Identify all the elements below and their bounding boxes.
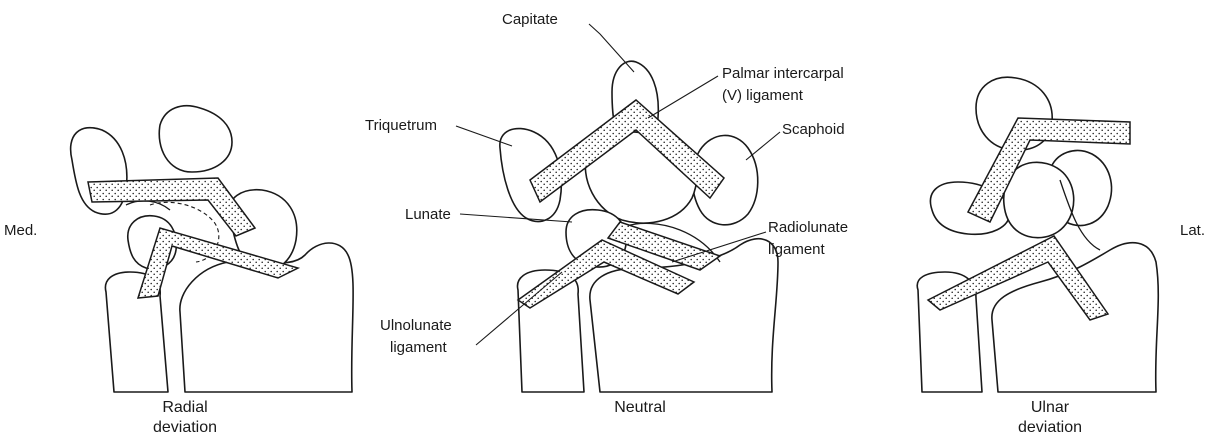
triquetrum-label: Triquetrum xyxy=(365,117,437,134)
scaphoid-label: Scaphoid xyxy=(782,121,845,138)
lunate-leader-line xyxy=(460,214,572,222)
capitate-bone xyxy=(159,106,232,172)
palmar-ligament-leader-line xyxy=(648,76,718,118)
radiolunate-label-line2: ligament xyxy=(768,241,826,258)
caption-ulnar-deviation-line2: deviation xyxy=(1018,419,1082,436)
caption-neutral: Neutral xyxy=(614,399,666,416)
bone-contour xyxy=(126,201,170,210)
capitate-leader-line xyxy=(589,24,634,72)
panel-ulnar-deviation: Ulnar deviation xyxy=(917,77,1158,436)
panel-neutral: Capitate Palmar intercarpal (V) ligament… xyxy=(365,11,848,416)
caption-radial-deviation-line1: Radial xyxy=(162,399,207,416)
caption-radial-deviation-line2: deviation xyxy=(153,419,217,436)
ulnolunate-label-line1: Ulnolunate xyxy=(380,317,452,334)
caption-ulnar-deviation-line1: Ulnar xyxy=(1031,399,1070,416)
palmar-ligament-label-line1: Palmar intercarpal xyxy=(722,65,844,82)
palmar-ligament-label-line2: (V) ligament xyxy=(722,87,804,104)
ulnolunate-label-line2: ligament xyxy=(390,339,448,356)
scaphoid-leader-line xyxy=(746,132,780,160)
lateral-label: Lat. xyxy=(1180,222,1205,239)
medial-label: Med. xyxy=(4,222,37,239)
lunate-label: Lunate xyxy=(405,206,451,223)
panel-radial-deviation: Radial deviation xyxy=(71,106,354,436)
capitate-label: Capitate xyxy=(502,11,558,28)
radiolunate-label-line1: Radiolunate xyxy=(768,219,848,236)
